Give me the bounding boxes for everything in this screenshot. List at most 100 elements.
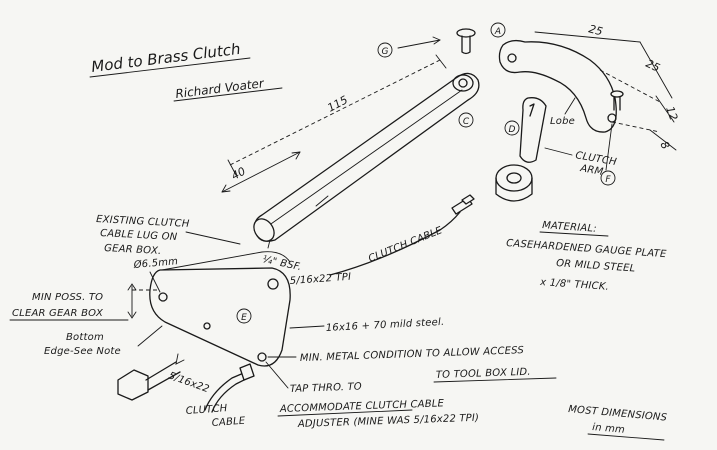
- pin-shank: [461, 35, 471, 55]
- hole-diameter-label: Ø6.5mm: [132, 255, 178, 271]
- material-line-4: x 1/8" THICK.: [539, 277, 609, 293]
- bottom-edge-2: Edge-See Note: [44, 346, 121, 357]
- tap-thro-1: TAP THRO. TO: [290, 381, 362, 395]
- tap-thro-underline: [277, 409, 413, 417]
- material-underline: [539, 231, 609, 237]
- lever-outline: [254, 72, 480, 242]
- existing-clutch-leader: [185, 231, 241, 245]
- bracket-top-edge: [161, 251, 291, 271]
- min-poss-arrow: [127, 283, 137, 319]
- title-block: Mod to Brass Clutch Richard Voater: [89, 40, 283, 102]
- min-metal-note: MIN. METAL CONDITION TO ALLOW ACCESS TO …: [267, 345, 557, 383]
- dim-25b-value: 25: [644, 57, 662, 75]
- dim-40-arrow-a: [221, 184, 231, 193]
- bracket-outline: [149, 267, 291, 367]
- bolt-size-label: 5/16x22: [167, 370, 211, 395]
- pin-head: [456, 28, 476, 38]
- callout-c: [458, 112, 474, 128]
- arm-boss-side: [495, 177, 533, 202]
- arm-slot: [529, 103, 535, 117]
- material-line-2: CASEHARDENED GAUGE PLATE: [506, 238, 667, 260]
- plate-outline: [498, 39, 617, 133]
- lower-cable-2: [211, 377, 249, 413]
- dim-25b-line: [639, 41, 673, 99]
- lever-center-line: [267, 89, 463, 227]
- existing-clutch-note: EXISTING CLUTCH CABLE LUG ON GEAR BOX.: [96, 214, 241, 257]
- bracket-hole-upper: [267, 278, 279, 290]
- material-line-3: OR MILD STEEL: [556, 258, 636, 275]
- callout-g: [377, 42, 393, 58]
- tap-thro-3: ADJUSTER (MINE WAS 5/16x22 TPI): [297, 413, 480, 430]
- letter-a: A: [494, 27, 501, 37]
- bolt-head: [117, 369, 149, 401]
- clutch-cable-upper-label: CLUTCH CABLE: [367, 225, 444, 265]
- letter-f: F: [605, 175, 611, 185]
- title-underline: [89, 57, 251, 78]
- dim-8-line: [649, 129, 677, 151]
- lever-flat-step: [315, 195, 329, 207]
- callout-d: [504, 120, 520, 136]
- clutch-cable-lower: CLUTCH CABLE: [185, 363, 255, 429]
- dim-12-value: 12: [663, 105, 680, 123]
- plate-dimensions: 25 25 12 8: [534, 22, 680, 152]
- existing-clutch-3: GEAR BOX.: [104, 243, 162, 257]
- dimension-40: 40: [221, 151, 301, 193]
- callout-f: [600, 170, 616, 186]
- plate-ext-line-2: [611, 121, 661, 133]
- min-poss-note: MIN POSS. TO CLEAR GEAR BOX: [9, 283, 158, 321]
- existing-clutch-1: EXISTING CLUTCH: [96, 214, 190, 230]
- bracket-hole-lower: [257, 352, 267, 362]
- dim-40-line: [221, 151, 301, 193]
- dim-25a-line: [534, 31, 641, 43]
- cable-fitting-2: [461, 194, 475, 205]
- clutch-cable-lower-2: CABLE: [211, 416, 246, 429]
- min-metal-2: TO TOOL BOX LID.: [436, 367, 531, 381]
- letter-d: D: [509, 125, 516, 135]
- clutch-arm-part-d: D CLUTCH ARM F: [495, 97, 618, 202]
- lobe-label: Lobe: [550, 116, 575, 127]
- bottom-edge-1: Bottom: [66, 332, 104, 343]
- callout-f-leader: [605, 123, 613, 171]
- dim-115-ext-a: [227, 159, 237, 176]
- note-line-1: MOST DIMENSIONS: [568, 404, 668, 424]
- dim-40-arrow-b: [291, 151, 301, 160]
- note-line-2: in mm: [592, 422, 626, 436]
- arrow-g: [432, 36, 441, 45]
- lower-cable-end: [239, 363, 255, 381]
- clutch-arm-leader: [544, 147, 573, 156]
- plate-pivot-hole: [507, 53, 517, 63]
- existing-clutch-2: CABLE LUG ON: [100, 228, 178, 243]
- leader-g: [397, 39, 441, 49]
- dim-25a-value: 25: [587, 22, 604, 38]
- min-metal-1: MIN. METAL CONDITION TO ALLOW ACCESS: [300, 345, 525, 364]
- letter-c: C: [463, 117, 470, 127]
- tapping-label: 5/16x22 TPI: [289, 272, 351, 287]
- plate-pin: [610, 90, 624, 111]
- letter-e: E: [241, 313, 247, 323]
- bar-size-leader: [289, 325, 325, 329]
- cable-line: [329, 211, 461, 276]
- bolt-shank: [145, 361, 181, 391]
- bsf-leader: [267, 239, 271, 249]
- material-note: MATERIAL: CASEHARDENED GAUGE PLATE OR MI…: [506, 220, 667, 293]
- min-poss-1: MIN POSS. TO: [32, 292, 103, 303]
- dim-40-value: 40: [229, 165, 247, 183]
- tap-thro-leader: [265, 361, 289, 389]
- bracket-part-e: E 5/16x22 TPI: [149, 251, 352, 367]
- dim-115-ext-b: [435, 54, 447, 69]
- lever-end-boss: [452, 74, 474, 92]
- author-signature: Richard Voater: [175, 76, 266, 101]
- arm-body: [519, 97, 547, 163]
- clutch-arm-label-2: ARM: [578, 163, 604, 178]
- bolt-arrow: [175, 353, 185, 365]
- plate-pin-shank: [613, 96, 621, 111]
- pin-part-g: G: [377, 28, 476, 58]
- lower-cable: [204, 371, 247, 411]
- plate-ext-line: [599, 69, 661, 103]
- min-poss-2: CLEAR GEAR BOX: [12, 308, 104, 319]
- author-underline: [173, 87, 283, 102]
- lever-shaft-end: [253, 218, 275, 242]
- bar-size-label: 16x16 + 70 mild steel.: [326, 317, 445, 334]
- min-metal-underline: [433, 377, 557, 383]
